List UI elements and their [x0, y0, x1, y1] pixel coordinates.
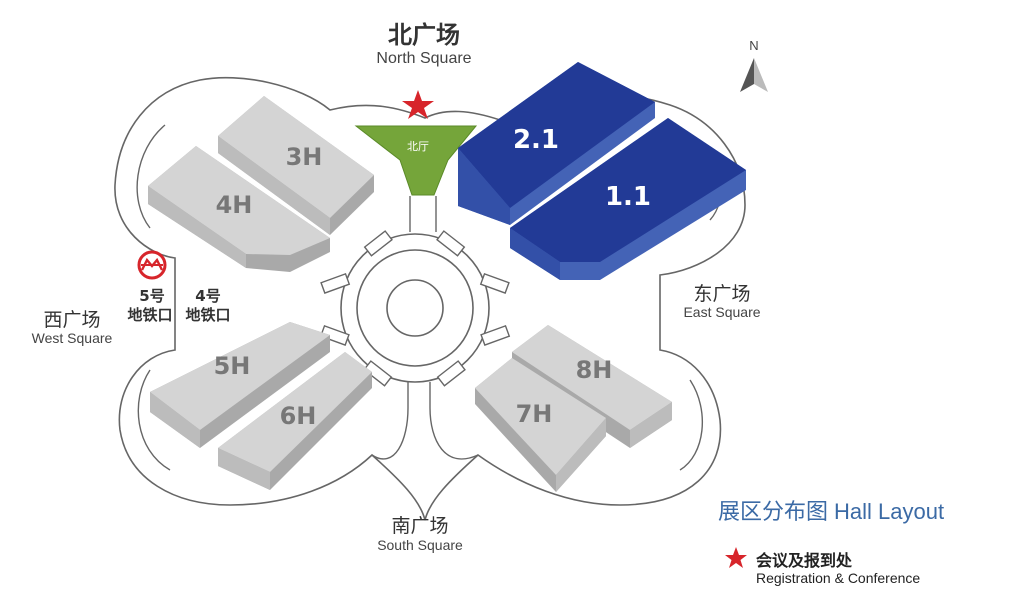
- legend: 会议及报到处 Registration & Conference: [724, 546, 994, 592]
- legend-label-en: Registration & Conference: [756, 570, 921, 586]
- metro-icon: [137, 250, 167, 280]
- star-icon: [725, 547, 747, 568]
- hall-8h-label: 8H: [576, 356, 613, 384]
- hall-6h-label: 6H: [280, 402, 317, 430]
- metro-line5-exit: 地铁口: [127, 306, 172, 324]
- hall-7h[interactable]: [475, 358, 606, 492]
- compass-label: N: [749, 38, 758, 53]
- hall-7h-label: 7H: [516, 400, 553, 428]
- inner-outline: [136, 124, 723, 471]
- south-square-cn: 南广场: [391, 515, 448, 537]
- hall-2-1[interactable]: [458, 62, 655, 225]
- east-square-cn: 东广场: [693, 283, 750, 305]
- metro-line4-exit: 地铁口: [185, 306, 230, 324]
- hall-4h[interactable]: [148, 146, 330, 272]
- hall-6h[interactable]: [218, 352, 372, 490]
- hall-5h[interactable]: [150, 322, 330, 448]
- metro-line4-number: 4号: [195, 287, 220, 305]
- legend-label-cn: 会议及报到处: [756, 551, 853, 570]
- hall-3h[interactable]: [218, 96, 374, 235]
- star-icon: [402, 90, 434, 119]
- map-title-cn: 展区分布图: [718, 500, 829, 525]
- south-path: [371, 382, 479, 460]
- map-title-en: Hall Layout: [834, 499, 945, 524]
- north-hall[interactable]: [354, 125, 478, 196]
- hall-3h-label: 3H: [286, 143, 323, 171]
- north-stem: [409, 196, 437, 232]
- north-square-en: North Square: [376, 50, 471, 67]
- central-roundabout: [340, 233, 490, 383]
- west-square-en: West Square: [32, 330, 113, 346]
- west-square-cn: 西广场: [43, 309, 100, 331]
- hall-1-1[interactable]: [510, 118, 746, 280]
- hall-5h-label: 5H: [214, 352, 251, 380]
- south-square-en: South Square: [377, 537, 463, 553]
- east-square-en: East Square: [683, 304, 760, 320]
- hall-1-1-label: 1.1: [605, 182, 651, 212]
- metro-line5-number: 5号: [139, 287, 164, 305]
- hall-8h[interactable]: [512, 325, 672, 448]
- north-hall-label: 北厅: [407, 140, 429, 153]
- compass-icon: [740, 58, 768, 92]
- north-square-cn: 北广场: [388, 21, 460, 49]
- hall-4h-label: 4H: [216, 191, 253, 219]
- radial-walkways: [319, 230, 511, 387]
- hall-2-1-label: 2.1: [513, 125, 559, 155]
